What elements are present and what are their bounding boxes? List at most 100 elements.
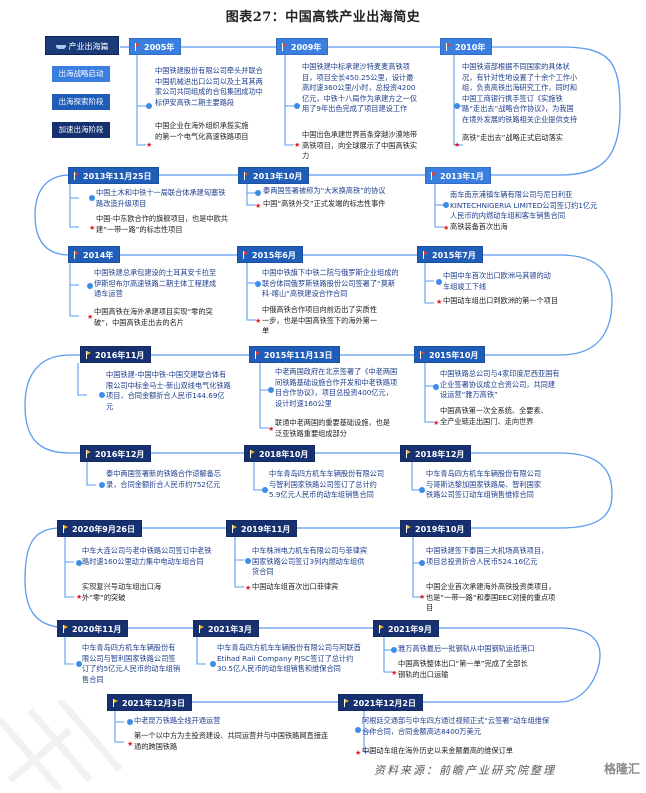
check-icon — [76, 661, 82, 667]
flag-icon — [446, 43, 451, 51]
star-icon: ★ — [87, 313, 94, 321]
date-tag: 2018年12月 — [400, 445, 472, 462]
date-tag: 2019年10月 — [400, 520, 472, 537]
watermark-decoration — [0, 700, 123, 790]
date-tag: 2018年10月 — [244, 445, 316, 462]
star-icon: ★ — [76, 593, 83, 601]
check-icon — [87, 283, 93, 289]
check-icon — [210, 661, 216, 667]
date-tag: 2013年11月25日 — [68, 167, 159, 184]
flag-icon — [406, 450, 411, 458]
event-text: 泰两国签署被称为“大米换高铁”的协议 — [263, 186, 386, 195]
significance-text: 实现复兴号动车组出口海外“零”的突破 — [82, 582, 162, 602]
star-icon: ★ — [127, 740, 134, 748]
check-icon — [127, 719, 133, 725]
date-tag: 2009年 — [276, 38, 329, 55]
check-icon — [245, 558, 251, 564]
ship-icon — [55, 44, 66, 49]
event-text: 中车青岛四方机车车辆股份有限公司与哥斯达黎加国家铁路局、智利国家铁路公司签订动车… — [426, 469, 542, 499]
flag-icon — [86, 450, 91, 458]
flag-icon — [199, 625, 204, 633]
star-icon: ★ — [419, 593, 426, 601]
star-icon: ★ — [146, 141, 153, 149]
legend-stage-explore: 出海探索阶段 — [52, 94, 110, 110]
chart-title: 图表27：中国高铁产业出海简史 — [225, 10, 421, 25]
date-tag: 2015年10月 — [414, 346, 486, 363]
watermark-logo: 格隆汇 — [603, 762, 640, 776]
significance-text: 中国出色承建世界首条穿越沙漠地带高铁项目，向全球展示了中国高铁实力 — [302, 130, 418, 160]
star-icon: ★ — [294, 141, 301, 149]
check-icon — [355, 727, 361, 733]
significance-text: 高铁装备首次出海 — [450, 222, 508, 231]
legend-stage-launch: 出海战略启动 — [52, 66, 110, 82]
star-icon: ★ — [255, 202, 262, 210]
significance-text: 中国高铁在海外承建项目实现“零的突破”，中国高铁走出去的名片 — [94, 307, 213, 327]
significance-text: 中国动车组出口到欧洲的第一个项目 — [443, 296, 559, 305]
flag-icon — [250, 450, 255, 458]
star-icon: ★ — [355, 749, 362, 757]
date-tag: 2015年7月 — [417, 246, 483, 263]
significance-text: 中国高铁整体出口“第一单”完成了全部长钢轨的出口运输 — [398, 659, 528, 679]
event-text: 雅万高铁最后一批钢轨从中国钢轨运抵港口 — [398, 644, 535, 653]
event-text: 泰中两国签署新的铁路合作谅解备忘录，合同金额折合人民币约752亿元 — [106, 469, 222, 489]
check-icon — [443, 202, 449, 208]
event-text: 中国铁建-中国中铁-中国交建联合体有限公司中标金马士-新山双线电气化铁路项目，合… — [106, 370, 231, 411]
flag-icon — [135, 43, 140, 51]
flag-icon — [344, 699, 349, 707]
event-text: 中国铁路总公司与4家印度尼西亚国有企业签署协议成立合资公司，共同建设运营“雅万高… — [440, 369, 560, 399]
flag-icon — [423, 251, 428, 259]
check-icon — [268, 387, 274, 393]
check-icon — [391, 647, 397, 653]
source-note: 资料来源：前瞻产业研究院整理 — [374, 764, 556, 777]
date-tag: 2005年 — [129, 38, 182, 55]
significance-text: 中国企业在海外组织承揽实施的第一个电气化高速铁路项目 — [155, 121, 249, 141]
date-tag: 2016年12月 — [80, 445, 152, 462]
flag-icon — [86, 351, 91, 359]
flag-icon — [244, 172, 249, 180]
flag-icon — [63, 525, 68, 533]
flag-icon — [232, 525, 237, 533]
event-text: 阿根廷交通部与中车四方通过视频正式“云签署”动车组维保合作合同，合同金额高达84… — [362, 716, 550, 736]
flag-icon — [255, 351, 260, 359]
date-tag: 2014年 — [68, 246, 121, 263]
flag-icon — [63, 625, 68, 633]
check-icon — [436, 279, 442, 285]
event-text: 中国土木和中铁十一局联合体承建匈塞铁路改造升级项目 — [96, 188, 226, 208]
event-text: 中老两国政府在北京签署了《中老两国间铁路基础设施合作开发和中老铁路项目合作协议》… — [275, 367, 398, 408]
date-tag: 2013年10月 — [238, 167, 310, 184]
check-icon — [255, 190, 261, 196]
check-icon — [262, 487, 268, 493]
flag-icon — [74, 251, 79, 259]
star-icon: ★ — [436, 298, 443, 306]
check-icon — [99, 482, 105, 488]
check-icon — [255, 281, 261, 287]
legend-stage-accelerate: 加速出海阶段 — [52, 122, 110, 138]
flag-icon — [406, 525, 411, 533]
date-tag: 2020年9月26日 — [57, 520, 142, 537]
event-text: 中车株洲电力机车有限公司与菲律宾国家铁路公司签订3列内燃动车组供货合同 — [252, 546, 368, 576]
date-tag: 2013年1月 — [425, 167, 491, 184]
significance-text: 中国企业首次承建海外高铁投资类项目，也是“一带一路”和泰国EEC对接的重点项目 — [426, 582, 556, 612]
date-tag: 2016年11月 — [80, 346, 152, 363]
significance-text: 第一个以中方为主投资建设、共同运营并与中国铁路网直接连通的跨国铁路 — [134, 731, 329, 751]
star-icon: ★ — [89, 224, 96, 232]
event-text: 中老昆万铁路全线开通运营 — [134, 716, 221, 725]
event-text: 中国铁建总承包建设的土耳其安卡拉至伊斯坦布尔高速铁路二期主体工程建成通车运营 — [94, 268, 217, 298]
flag-icon — [420, 351, 425, 359]
date-tag: 2010年 — [440, 38, 493, 55]
event-text: 中车大连公司与老中铁路公司签订中老铁路时速160公里动力集中电动车组合同 — [82, 546, 212, 566]
star-icon: ★ — [391, 669, 398, 677]
date-tag: 2015年6月 — [237, 246, 303, 263]
event-text: 中国铁建股份有限公司牵头并联合中国机械进出口公司以及土耳其两家公司共同组成的合包… — [155, 66, 263, 107]
significance-text: 联通中老两国的重要基础设施，也是泛亚铁路重要组成部分 — [275, 418, 391, 438]
significance-text: 中国动车组首次出口菲律宾 — [252, 582, 339, 591]
event-text: 中国铁道部根据不同国家的具体状况，有针对性地设置了十余个工作小组，负责高铁出海研… — [462, 62, 578, 124]
check-icon — [99, 392, 105, 398]
check-icon — [294, 103, 300, 109]
flag-icon — [431, 172, 436, 180]
star-icon: ★ — [433, 419, 440, 427]
date-tag: 2021年12月3日 — [107, 694, 192, 711]
check-icon — [419, 560, 425, 566]
star-icon: ★ — [245, 584, 252, 592]
